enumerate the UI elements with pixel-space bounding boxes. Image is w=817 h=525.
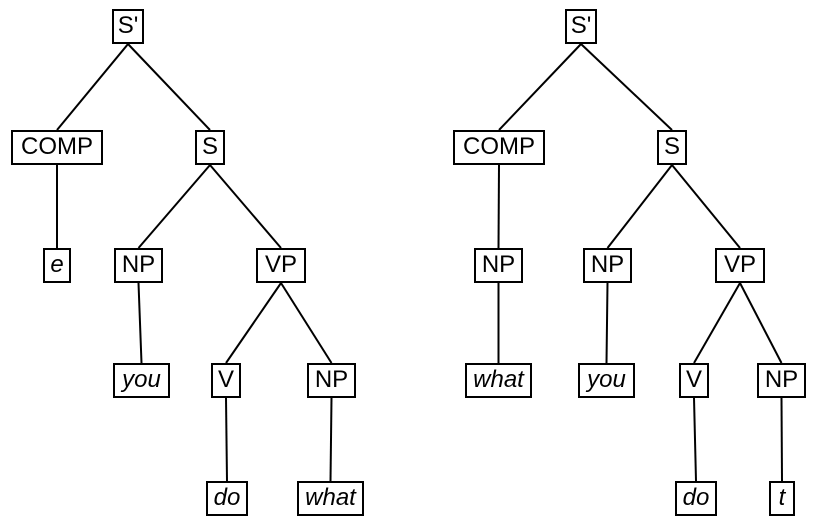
tree-node-r-t: t — [769, 481, 795, 516]
tree-edge-s-to-np — [137, 164, 211, 249]
tree-node-label: S' — [117, 11, 139, 39]
tree-node-l-vp: VP — [256, 248, 306, 283]
tree-node-label: S — [663, 132, 680, 160]
tree-node-r-sbar: S' — [565, 9, 597, 44]
tree-edge-comp-to-np — [497, 164, 500, 249]
tree-node-label: do — [682, 483, 710, 511]
tree-node-r-do: do — [675, 481, 717, 516]
tree-node-label: V — [217, 365, 234, 393]
tree-node-l-np2: NP — [307, 363, 356, 398]
tree-node-label: do — [213, 483, 241, 511]
tree-node-label: V — [685, 365, 702, 393]
tree-edge-vp-to-v — [225, 282, 282, 364]
tree-node-label: NP — [121, 250, 156, 278]
tree-node-label: S' — [570, 11, 592, 39]
tree-node-l-v: V — [211, 363, 241, 398]
tree-node-label: VP — [723, 250, 756, 278]
tree-edge-np-to-t — [780, 397, 783, 482]
tree-node-r-comp: COMP — [453, 130, 545, 165]
tree-edge-sbar-to-comp — [498, 43, 582, 131]
tree-node-label: COMP — [463, 132, 535, 160]
tree-node-label: NP — [764, 365, 799, 393]
tree-edge-s-to-np — [606, 164, 673, 249]
tree-node-l-e: e — [43, 248, 71, 283]
tree-node-label: S — [201, 132, 218, 160]
tree-node-r-vp: VP — [715, 248, 765, 283]
tree-node-r-you: you — [578, 363, 635, 398]
tree-edge-vp-to-np — [739, 282, 783, 364]
tree-edge-s-to-vp — [671, 164, 741, 249]
tree-node-l-what: what — [297, 481, 364, 516]
tree-node-l-sbar: S' — [112, 9, 144, 44]
tree-node-label: what — [305, 483, 356, 511]
tree-edge-np-to-you — [137, 282, 143, 364]
tree-node-r-what: what — [465, 363, 532, 398]
tree-node-label: VP — [264, 250, 297, 278]
tree-node-r-np1: NP — [583, 248, 632, 283]
tree-node-l-you: you — [113, 363, 170, 398]
tree-edge-sbar-to-comp — [56, 43, 129, 131]
tree-node-r-np2: NP — [757, 363, 806, 398]
tree-node-label: t — [778, 483, 786, 511]
tree-edge-np-to-you — [605, 282, 609, 364]
tree-node-label: you — [122, 365, 161, 393]
tree-node-label: NP — [590, 250, 625, 278]
tree-node-label: what — [473, 365, 524, 393]
tree-node-label: e — [50, 250, 64, 278]
tree-edge-v-to-do — [693, 397, 697, 482]
tree-node-label: COMP — [21, 132, 93, 160]
tree-node-label: NP — [314, 365, 349, 393]
tree-edge-sbar-to-s — [127, 43, 211, 131]
tree-node-l-comp: COMP — [11, 130, 103, 165]
tree-node-l-do: do — [206, 481, 248, 516]
tree-edge-s-to-vp — [209, 164, 282, 249]
tree-node-r-v: V — [679, 363, 709, 398]
tree-edge-sbar-to-s — [580, 43, 673, 131]
tree-node-l-s: S — [195, 130, 225, 165]
tree-node-r-np0: NP — [474, 248, 523, 283]
tree-edge-vp-to-np — [280, 282, 333, 364]
tree-node-l-np1: NP — [114, 248, 163, 283]
tree-node-r-s: S — [657, 130, 687, 165]
tree-node-label: NP — [481, 250, 516, 278]
tree-edge-vp-to-v — [693, 282, 741, 364]
tree-edge-v-to-do — [225, 397, 228, 482]
tree-node-label: you — [587, 365, 626, 393]
tree-edge-np-to-what — [329, 397, 333, 482]
